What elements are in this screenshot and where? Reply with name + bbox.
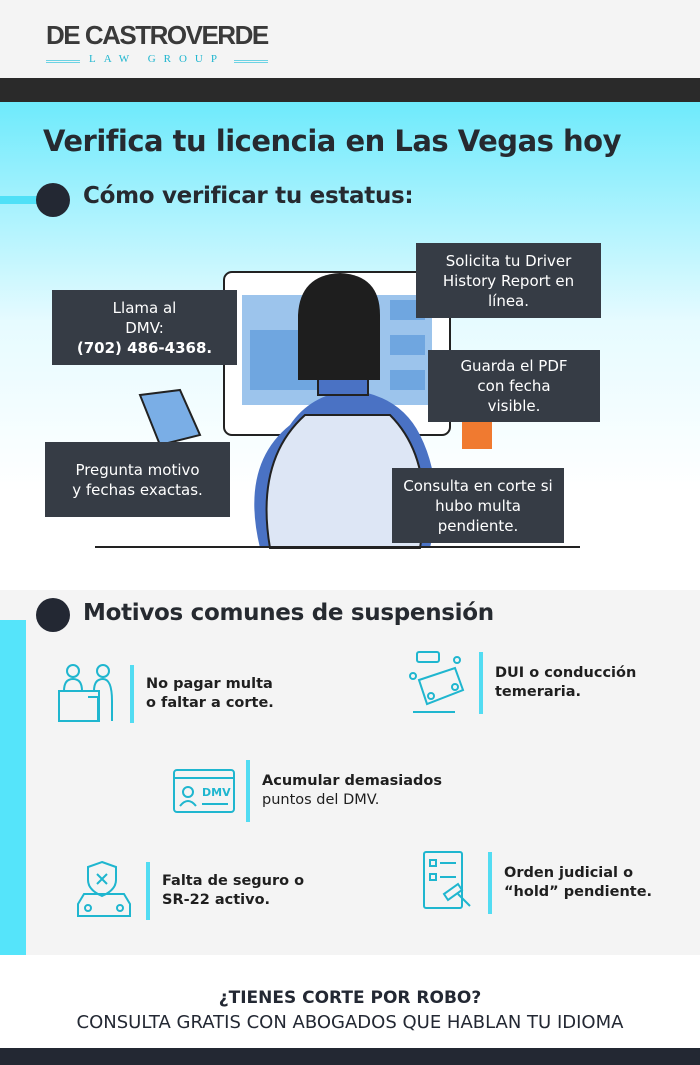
- reason-item: No pagar multa o faltar a corte.: [56, 664, 276, 723]
- cta-headline: ¿TIENES CORTE POR ROBO?: [218, 988, 482, 1008]
- cta-subline: CONSULTA GRATIS CON ABOGADOS QUE HABLAN …: [76, 1012, 624, 1033]
- header: [0, 0, 700, 78]
- page-title: Verifica tu licencia en Las Vegas hoy: [43, 124, 621, 158]
- section1-heading: Cómo verificar tu estatus:: [83, 183, 414, 209]
- section-bullet: [36, 183, 70, 217]
- nav-bar: [0, 78, 700, 102]
- reason-text: Acumular demasiados: [262, 773, 442, 789]
- section-connector: [0, 196, 40, 204]
- court-order-gavel-icon: [423, 851, 471, 909]
- step-save-pdf: Guarda el PDF con fecha visible.: [428, 350, 600, 422]
- step-call-dmv: Llama al DMV: (702) 486-4368.: [52, 290, 237, 365]
- section-connector: [0, 620, 26, 955]
- reason-item: DUI o conducción temeraria.: [405, 651, 645, 714]
- logo-subtitle: LAW GROUP: [46, 53, 268, 65]
- car-insurance-shield-icon: [77, 860, 131, 917]
- car-crash-icon: [409, 651, 465, 713]
- reason-item: Falta de seguro o SR-22 activo.: [72, 860, 307, 920]
- step-text: DMV:: [125, 318, 164, 337]
- reason-text: No pagar multa o faltar a corte.: [146, 676, 274, 711]
- reason-text: DUI o conducción temeraria.: [495, 665, 637, 700]
- reason-text: Falta de seguro o SR-22 activo.: [162, 873, 305, 908]
- svg-text:DMV: DMV: [202, 786, 231, 799]
- footer-bar: [0, 1048, 700, 1065]
- logo-name: DE CASTROVERDE: [46, 20, 269, 50]
- step-ask-reason: Pregunta motivo y fechas exactas.: [45, 442, 230, 517]
- reason-item: Orden judicial o “hold” pendiente.: [414, 851, 654, 914]
- reason-text-normal: puntos del DMV.: [262, 792, 380, 808]
- step-check-court: Consulta en corte si hubo multa pendient…: [392, 468, 564, 543]
- reason-text: Orden judicial o “hold” pendiente.: [504, 865, 653, 900]
- dmv-phone: (702) 486-4368.: [76, 338, 213, 357]
- dmv-license-card-icon: DMV: [173, 769, 235, 813]
- step-request-report: Solicita tu Driver History Report en lín…: [416, 243, 601, 318]
- court-counter-icon: [58, 664, 113, 722]
- reason-item: DMV Acumular demasiados puntos del DMV.: [172, 760, 442, 822]
- section2-heading: Motivos comunes de suspensión: [83, 600, 494, 626]
- section-bullet: [36, 598, 70, 632]
- step-text: Llama al: [112, 298, 177, 317]
